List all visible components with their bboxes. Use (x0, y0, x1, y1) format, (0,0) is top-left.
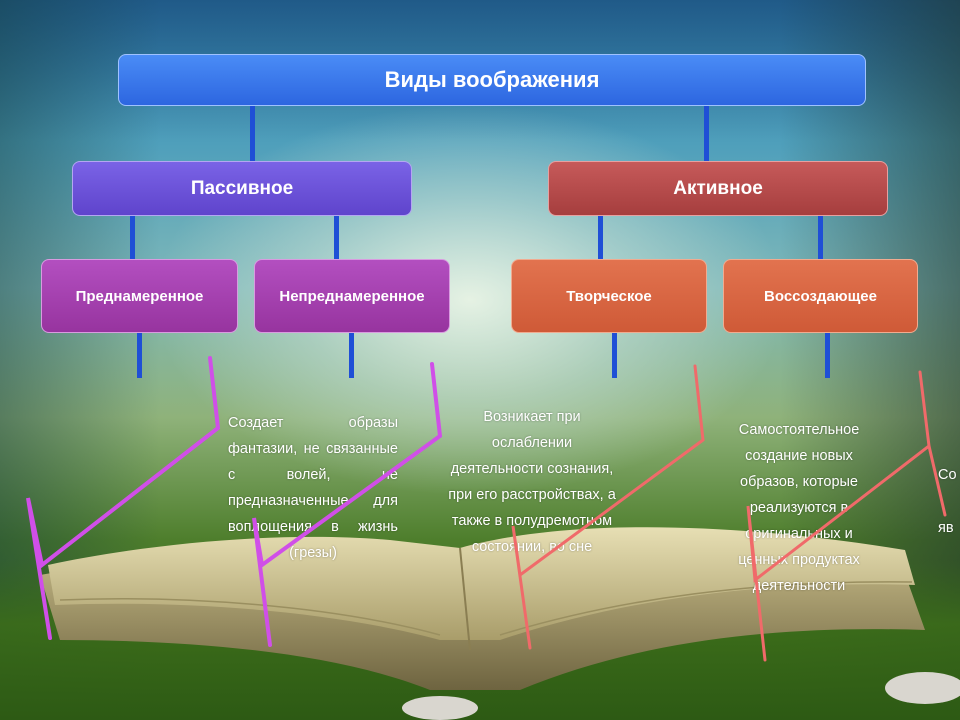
unintentional-node-label: Непреднамеренное (279, 287, 425, 305)
active-node-label: Активное (673, 177, 763, 199)
root-node: Виды воображения (118, 54, 866, 106)
recreating-node: Воссоздающее (723, 259, 918, 333)
active-node: Активное (548, 161, 888, 216)
recreating-node-label: Воссоздающее (764, 287, 877, 305)
connector-intentional-down (137, 333, 142, 378)
note-intentional: Возникает при ослаблении деятельности со… (448, 409, 616, 555)
intentional-node: Преднамеренное (41, 259, 238, 333)
connector-passive-intentional (130, 216, 135, 260)
pointer-red-3 (927, 444, 947, 517)
connector-active-creative (598, 216, 603, 260)
note-recreating-fragment-b: яв (938, 520, 954, 536)
passive-node: Пассивное (72, 161, 412, 216)
intentional-node-label: Преднамеренное (75, 287, 204, 305)
connector-root-active (704, 106, 709, 162)
pointer-purple-2 (252, 362, 443, 647)
note-creative: Самостоятельное создание новых образов, … (738, 422, 860, 594)
root-node-label: Виды воображения (384, 67, 600, 92)
creative-node-label: Творческое (566, 287, 652, 305)
connector-passive-unintentional (334, 216, 339, 260)
unintentional-node: Непреднамеренное (254, 259, 450, 333)
pointer-red-1 (511, 364, 705, 650)
connector-recreating-down (825, 333, 830, 378)
connector-creative-down (612, 333, 617, 378)
creative-node: Творческое (511, 259, 707, 333)
connector-active-recreating (818, 216, 823, 260)
pointer-purple-1 (26, 356, 221, 640)
note-recreating-fragment-a: Со (938, 467, 957, 483)
connector-root-passive (250, 106, 255, 162)
connector-unintentional-down (349, 333, 354, 378)
pointer-red-2 (746, 370, 931, 662)
passive-node-label: Пассивное (190, 177, 294, 199)
